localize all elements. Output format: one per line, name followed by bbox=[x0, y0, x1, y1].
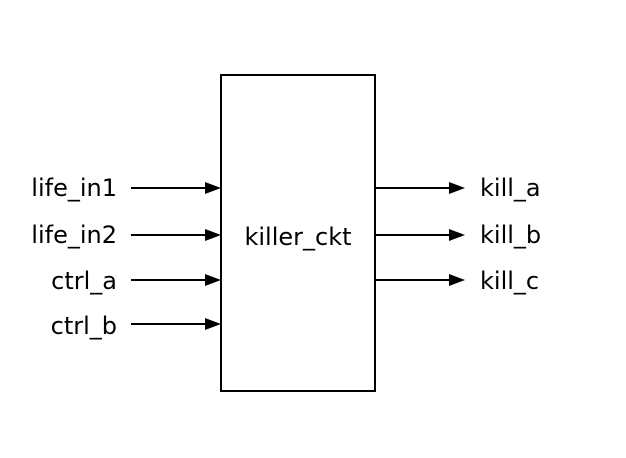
killer-ckt-block bbox=[220, 74, 376, 392]
input-life-in2: life_in2 bbox=[31, 221, 221, 249]
output-label-kill-c: kill_c bbox=[480, 267, 539, 295]
arrowhead-icon bbox=[205, 182, 221, 194]
input-label-life-in1: life_in1 bbox=[31, 174, 117, 202]
arrowhead-icon bbox=[205, 318, 221, 330]
output-label-kill-b: kill_b bbox=[480, 221, 541, 249]
input-ctrl-b: ctrl_b bbox=[51, 312, 221, 340]
arrowhead-icon bbox=[449, 274, 465, 286]
output-kill-c: kill_c bbox=[375, 267, 539, 295]
input-life-in1: life_in1 bbox=[31, 174, 221, 202]
input-label-ctrl-b: ctrl_b bbox=[51, 312, 117, 340]
input-ctrl-a: ctrl_a bbox=[51, 267, 221, 295]
input-label-ctrl-a: ctrl_a bbox=[51, 267, 117, 295]
arrowhead-icon bbox=[205, 229, 221, 241]
input-label-life-in2: life_in2 bbox=[31, 221, 117, 249]
arrowhead-icon bbox=[449, 182, 465, 194]
block-label: killer_ckt bbox=[244, 223, 351, 251]
arrowhead-icon bbox=[449, 229, 465, 241]
output-kill-b: kill_b bbox=[375, 221, 541, 249]
arrowhead-icon bbox=[205, 274, 221, 286]
output-label-kill-a: kill_a bbox=[480, 174, 541, 202]
output-kill-a: kill_a bbox=[375, 174, 541, 202]
